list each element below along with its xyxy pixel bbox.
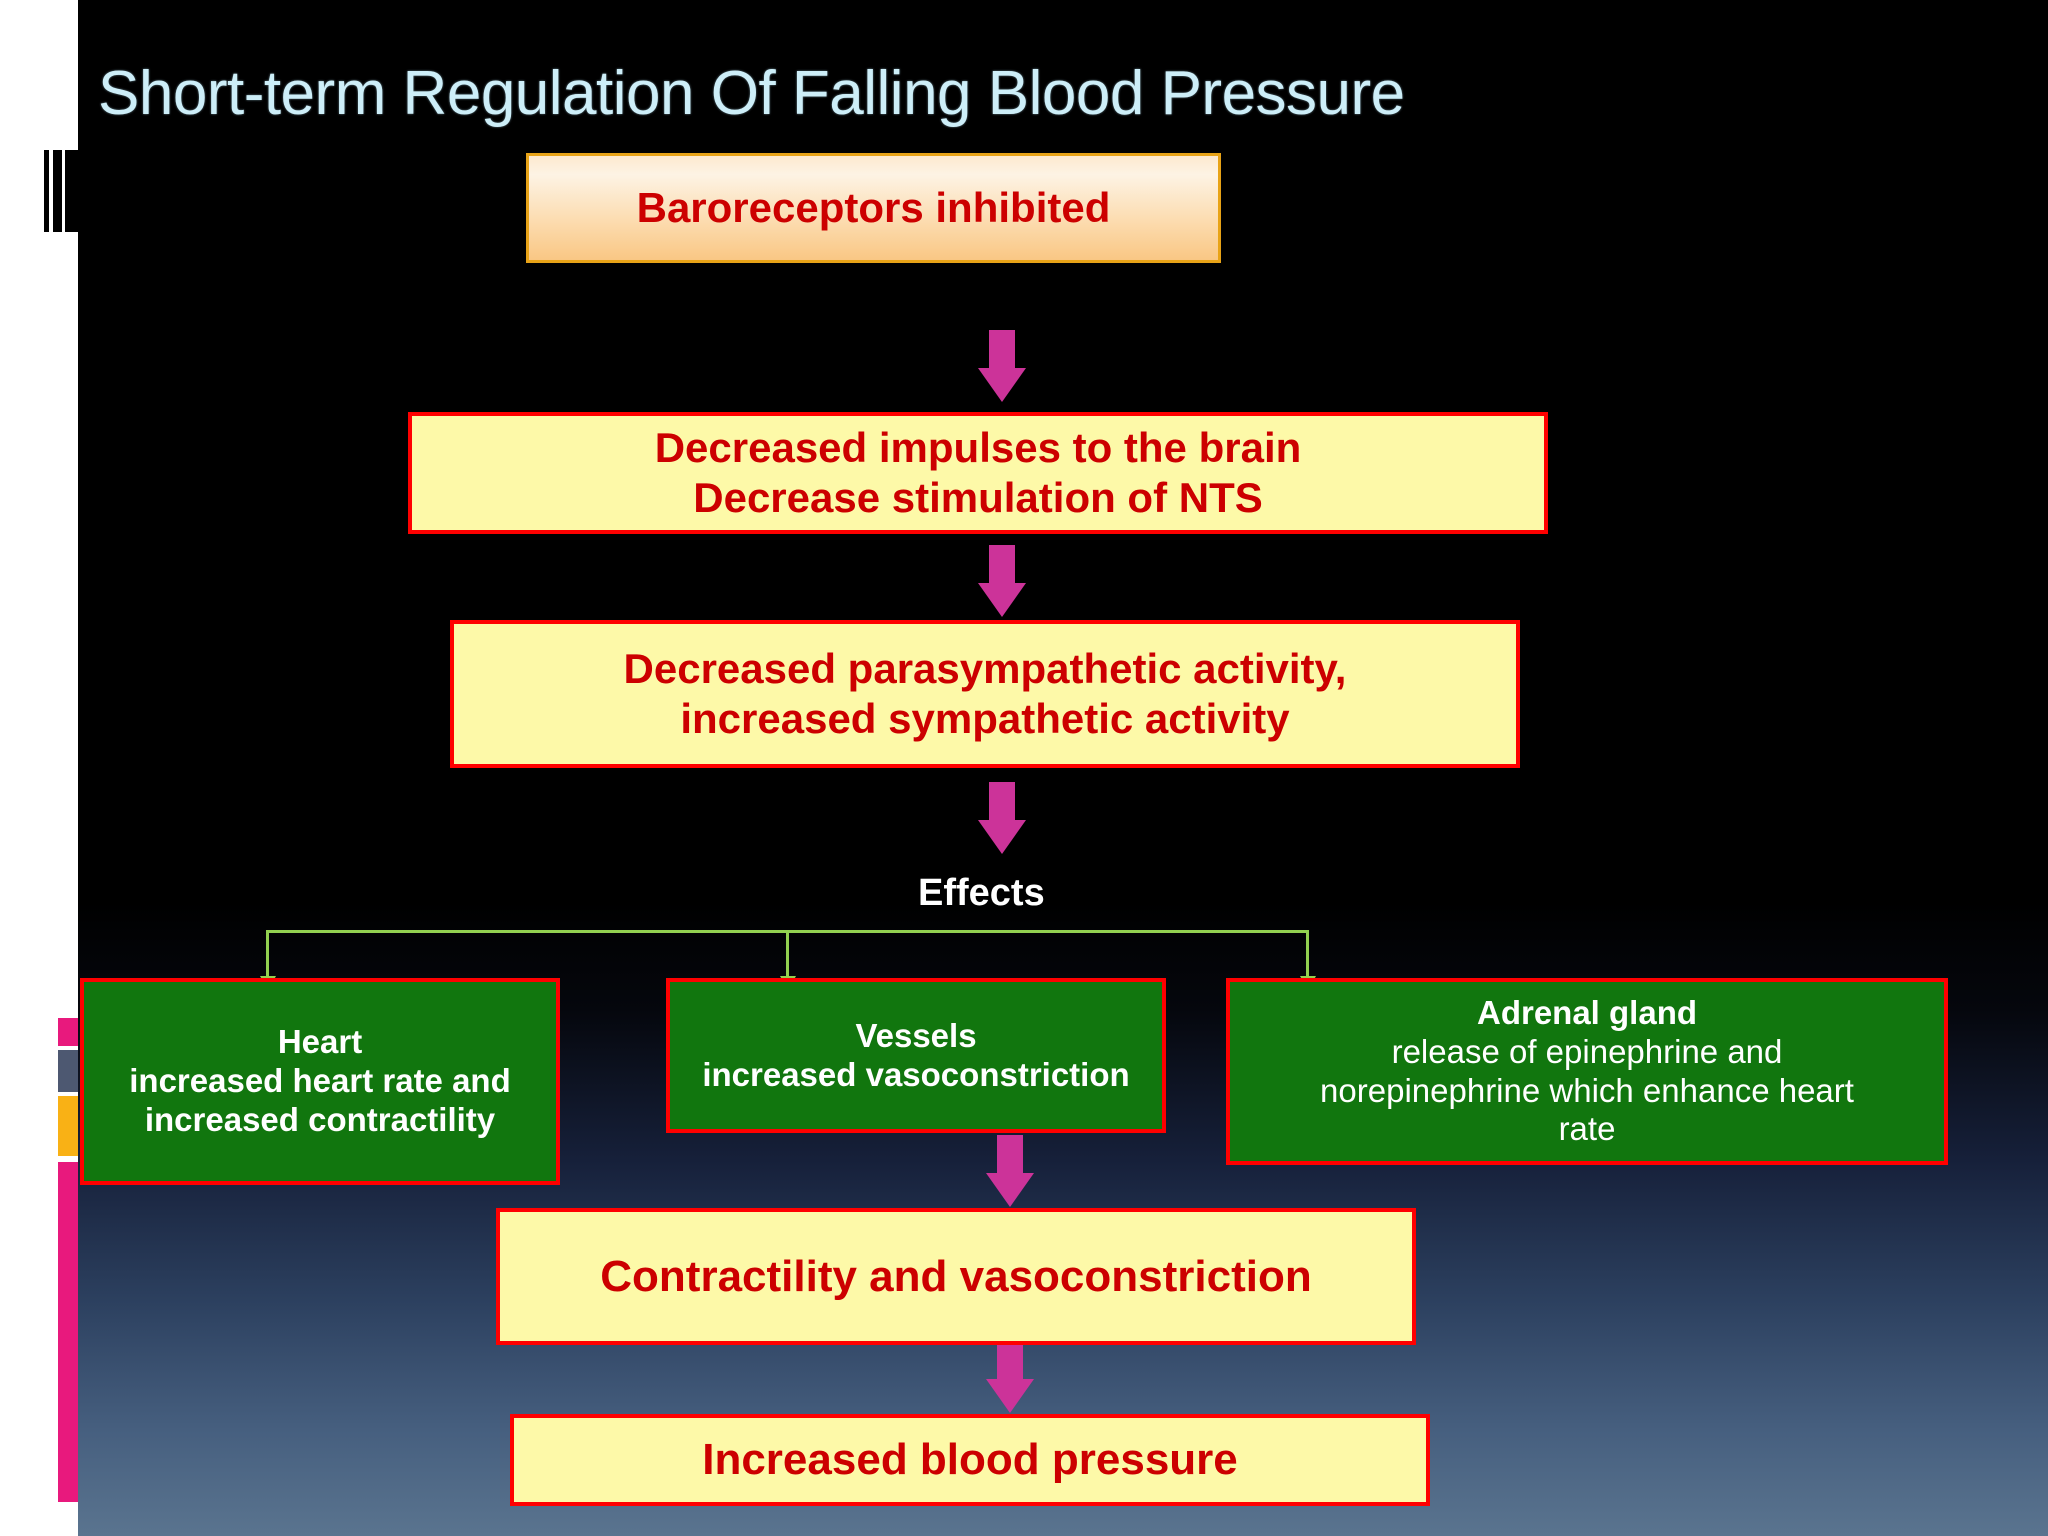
node-decreased-impulses: Decreased impulses to the brain Decrease… [408, 412, 1548, 534]
deco-bar-1 [44, 150, 49, 232]
chip-slate [58, 1050, 80, 1092]
chip-pink-top [58, 1018, 80, 1046]
connector-drop-adrenal [1306, 930, 1309, 984]
node-adrenal-gland: Adrenal gland release of epinephrine and… [1226, 978, 1948, 1165]
node-contractility-label: Contractility and vasoconstriction [600, 1251, 1312, 1301]
chip-magenta-bottom [58, 1162, 80, 1502]
deco-bar-3 [65, 150, 78, 232]
node-increased-bp-label: Increased blood pressure [702, 1435, 1238, 1485]
node-adrenal-title: Adrenal gland [1476, 993, 1698, 1031]
arrow-impulses-to-autonomic [978, 545, 1026, 617]
effects-label: Effects [918, 872, 1045, 914]
node-heart-line2: increased contractility [144, 1100, 496, 1138]
node-adrenal-line3: rate [1558, 1110, 1616, 1148]
connector-drop-vessels [786, 930, 789, 984]
arrow-autonomic-to-effects [978, 782, 1026, 854]
node-baroreceptors-inhibited: Baroreceptors inhibited [526, 153, 1221, 263]
node-heart-line1: increased heart rate and [129, 1062, 511, 1100]
node-increased-blood-pressure: Increased blood pressure [510, 1414, 1430, 1506]
node-vessels-line1: increased vasoconstriction [702, 1055, 1130, 1093]
node-heart: Heart increased heart rate and increased… [80, 978, 560, 1185]
arrow-baroreceptors-to-impulses [978, 330, 1026, 402]
page-title: Short-term Regulation Of Falling Blood P… [98, 59, 1405, 128]
node-autonomic-line2: increased sympathetic activity [680, 695, 1290, 742]
node-adrenal-line1: release of epinephrine and [1391, 1032, 1783, 1070]
node-autonomic-shift: Decreased parasympathetic activity, incr… [450, 620, 1520, 768]
deco-bar-2 [53, 150, 62, 232]
node-decreased-impulses-line1: Decreased impulses to the brain [654, 424, 1302, 472]
connector-drop-heart [266, 930, 269, 984]
arrow-vessels-to-contractility [986, 1135, 1034, 1207]
slide-body: Short-term Regulation Of Falling Blood P… [78, 0, 2048, 1536]
node-autonomic-line1: Decreased parasympathetic activity, [623, 645, 1347, 693]
arrow-contractility-to-bp [986, 1345, 1034, 1413]
node-decreased-impulses-line2: Decrease stimulation of NTS [693, 474, 1263, 521]
chip-amber [58, 1096, 80, 1156]
node-contractility-vasoconstriction: Contractility and vasoconstriction [496, 1208, 1416, 1345]
node-heart-title: Heart [277, 1023, 363, 1061]
node-vessels: Vessels increased vasoconstriction [666, 978, 1166, 1133]
node-baroreceptors-label: Baroreceptors inhibited [636, 184, 1111, 232]
node-vessels-title: Vessels [855, 1016, 977, 1054]
node-adrenal-line2: norepinephrine which enhance heart [1320, 1071, 1854, 1109]
